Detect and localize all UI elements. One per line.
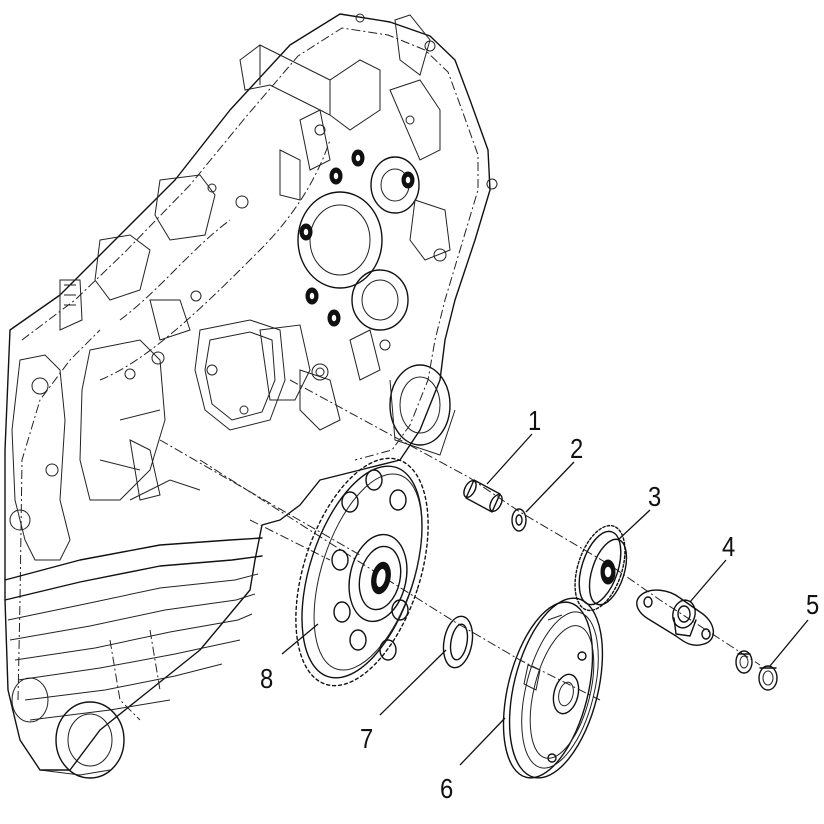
crankcase-housing	[4, 13, 498, 779]
lower-cooling-fins	[4, 537, 263, 721]
part-7-thrust-washer	[442, 615, 474, 669]
callout-8: 8	[260, 662, 273, 694]
callout-3: 3	[648, 480, 661, 512]
callout-2: 2	[570, 432, 583, 464]
callout-leaders	[281, 433, 809, 766]
callout-labels: 1 2 3 4 5 6 7 8	[260, 404, 819, 804]
part-6-starter-clutch-plate	[502, 597, 604, 779]
part-2-washer	[511, 508, 527, 532]
callout-1: 1	[528, 404, 541, 436]
main-bearing-boss	[297, 156, 420, 331]
part-4-gear-shaft-bracket	[636, 589, 714, 646]
callout-4: 4	[722, 530, 735, 562]
callout-5: 5	[806, 588, 819, 620]
assembly-centerlines	[159, 379, 761, 701]
part-8-starter-driven-gear	[295, 457, 429, 687]
crankcase-bolts	[299, 149, 415, 327]
callout-6: 6	[440, 772, 453, 804]
part-1-pin-shaft	[463, 479, 503, 513]
callout-7: 7	[360, 722, 373, 754]
part-5-bolt-nut	[735, 650, 778, 691]
